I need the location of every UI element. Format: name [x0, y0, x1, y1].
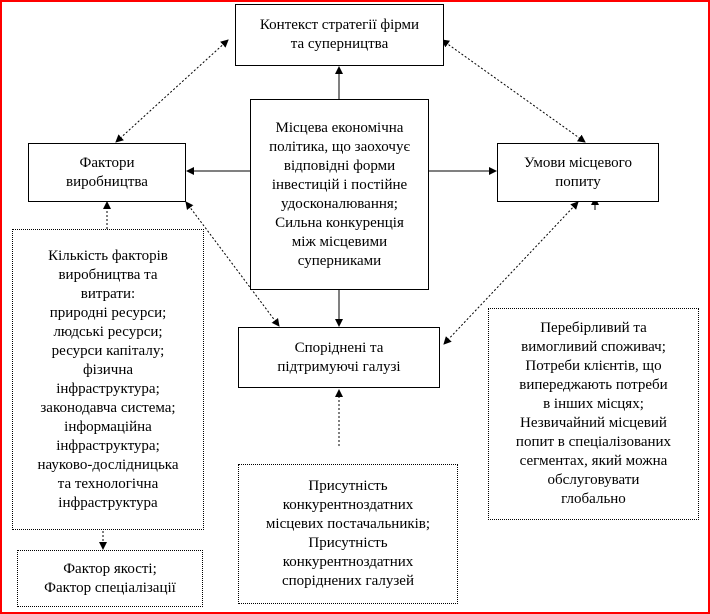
- factors-production-label: Фактори виробництва: [66, 154, 148, 190]
- box-related-industries: Споріднені та підтримуючі галузі: [238, 327, 440, 388]
- arrow-context-factors: [115, 39, 229, 143]
- arrow-demand-related: [443, 201, 579, 345]
- local-policy-label: Місцева економічна політика, що заохочує…: [269, 119, 410, 269]
- factors-detail-label: Кількість факторів виробництва та витрат…: [37, 247, 179, 511]
- demand-detail-label: Перебірливий та вимогливий споживач; Пот…: [515, 320, 672, 507]
- box-suppliers: Присутність конкурентноздатних місцевих …: [238, 464, 458, 604]
- context-strategy-label: Контекст стратегії фірми та суперництва: [259, 17, 420, 52]
- box-context-strategy: Контекст стратегії фірми та суперництва: [235, 4, 444, 66]
- box-quality-factor: Фактор якості; Фактор спеціалізації: [17, 550, 203, 607]
- related-industries-label: Споріднені та підтримуючі галузі: [277, 339, 401, 375]
- box-demand-conditions: Умови місцевого попиту: [497, 143, 659, 202]
- box-factors-production: Фактори виробництва: [28, 143, 186, 202]
- arrow-context-demand: [441, 39, 586, 143]
- arrow-factors-related: [185, 201, 280, 327]
- quality-factor-label: Фактор якості; Фактор спеціалізації: [44, 560, 176, 596]
- box-factors-detail: Кількість факторів виробництва та витрат…: [12, 229, 204, 530]
- box-demand-detail: Перебірливий та вимогливий споживач; Пот…: [488, 308, 699, 520]
- demand-conditions-label: Умови місцевого попиту: [524, 154, 632, 190]
- box-local-policy: Місцева економічна політика, що заохочує…: [250, 99, 429, 290]
- suppliers-label: Присутність конкурентноздатних місцевих …: [265, 478, 431, 589]
